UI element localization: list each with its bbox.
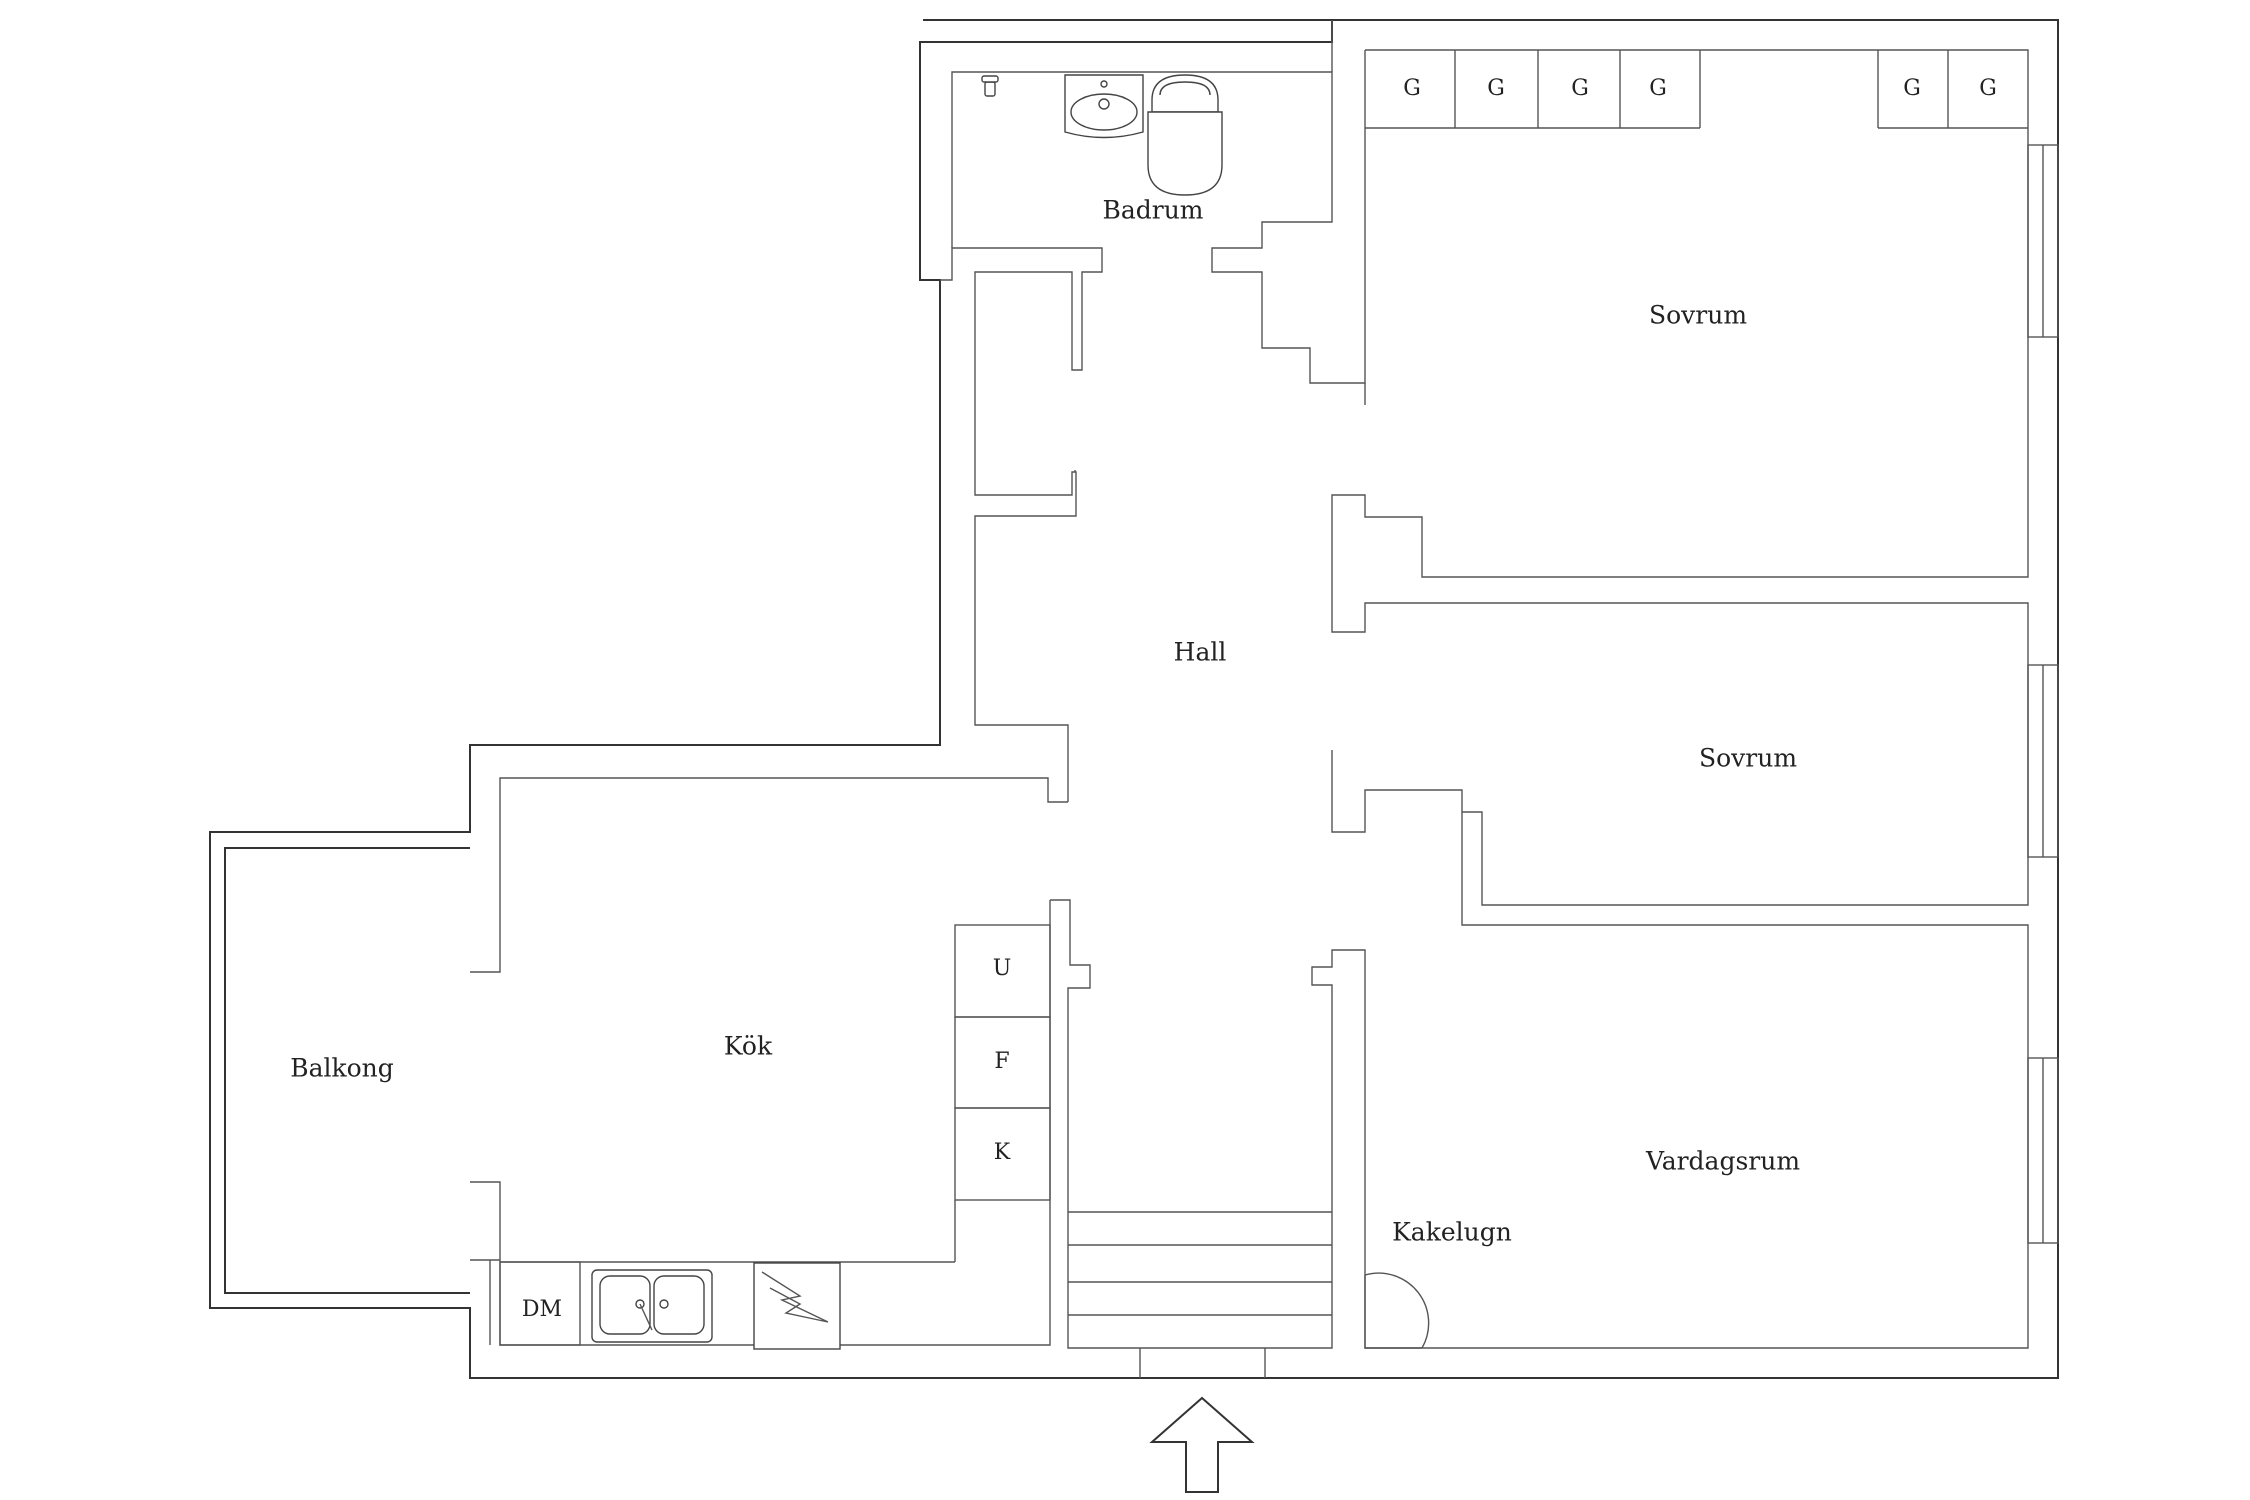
tile-stove-icon [1364,1272,1430,1349]
sink-icon [591,1269,713,1343]
wardrobe-label: G [1979,76,1997,101]
entrance-steps [1068,1211,1332,1378]
faucet-icon [981,75,999,97]
freezer-label: U [993,956,1012,981]
room-label-kok: Kök [724,1032,773,1061]
room-label-vardagsrum: Vardagsrum [1645,1147,1800,1176]
room-labels: Badrum Sovrum Hall Sovrum Kök Balkong Va… [290,196,1800,1247]
room-label-sovrum-1: Sovrum [1649,301,1747,330]
room-label-badrum: Badrum [1102,196,1203,225]
fridge-k-label: K [994,1140,1011,1165]
wardrobe-label: G [1903,76,1921,101]
wardrobe-label: G [1571,76,1589,101]
kitchen-counter: DM [499,1261,841,1350]
room-label-hall: Hall [1174,638,1227,667]
entrance-arrow-icon [1149,1396,1255,1493]
toilet-icon [1147,74,1223,196]
bedroom-walls [1050,49,2029,1349]
kitchen-appliance-column: U F K [500,924,1051,1263]
bathroom-fixtures [981,74,1223,196]
sink-icon [1064,74,1144,139]
wardrobe-label: G [1403,76,1421,101]
windows [2027,144,2059,1244]
kakelugn-label: Kakelugn [1392,1218,1512,1247]
outer-walls [209,19,2059,1379]
room-label-balkong: Balkong [290,1054,394,1083]
room-label-sovrum-2: Sovrum [1699,744,1797,773]
stove-icon [753,1262,841,1350]
fridge-f-label: F [994,1049,1009,1074]
wardrobe-label: G [1487,76,1505,101]
wardrobe-label: G [1649,76,1667,101]
wardrobes: G G G G G G [1403,50,1997,128]
dishwasher-label: DM [522,1297,562,1322]
